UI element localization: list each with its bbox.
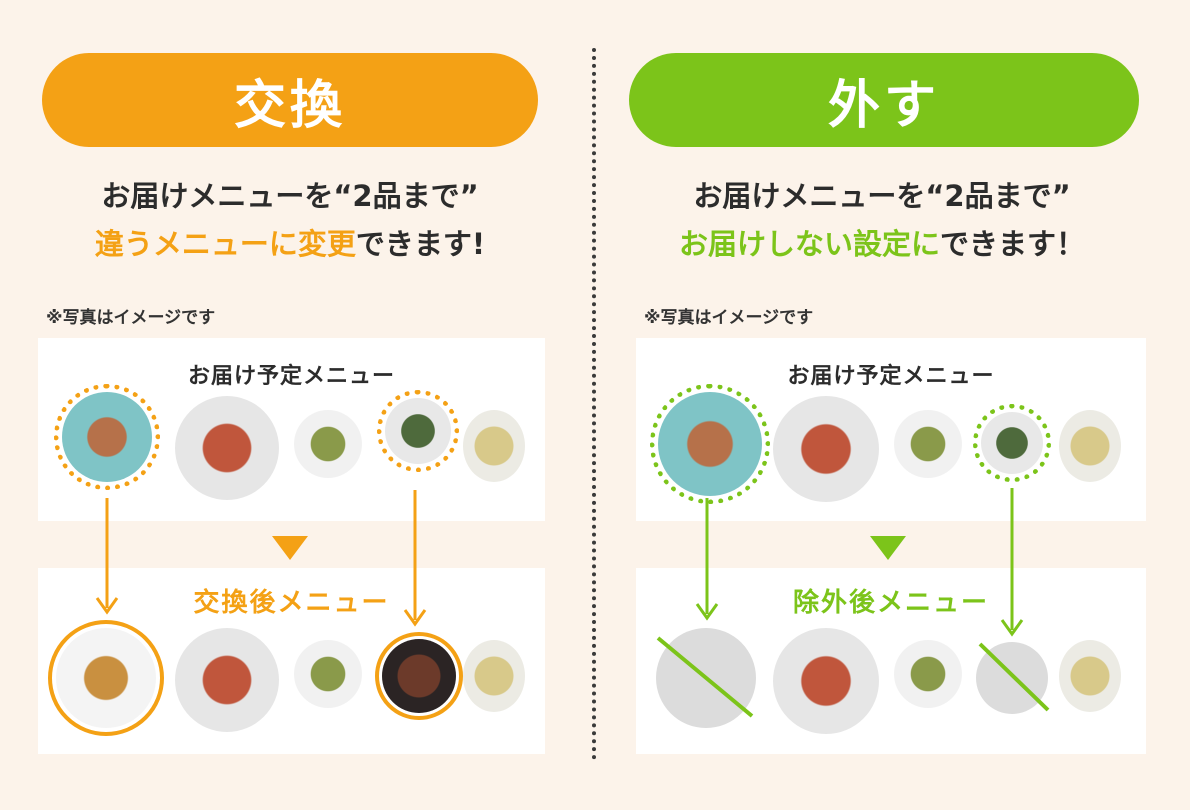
- dish-image-2r: [773, 396, 879, 502]
- remove-pill: 外す: [629, 53, 1139, 147]
- remove-headline-highlight: お届けしない設定に: [678, 227, 940, 261]
- swap-headline-rest: できます!: [355, 227, 486, 261]
- swap-after-card: 交換後メニュー: [38, 568, 545, 754]
- removed-dish-placeholder-1: [656, 628, 756, 728]
- dish-image-1r: [658, 392, 762, 496]
- swap-headline-line1: お届けメニューを“2品まで”: [101, 179, 479, 213]
- remove-selected-ring-1: [650, 384, 770, 504]
- remove-photo-note: ※写真はイメージです: [644, 308, 814, 328]
- dish-image-2rb: [773, 628, 879, 734]
- dish-image-3: [294, 410, 362, 478]
- remove-after-card: 除外後メニュー: [636, 568, 1146, 754]
- swap-photo-note: ※写真はイメージです: [46, 308, 216, 328]
- dish-image-5rb: [1059, 640, 1121, 712]
- dish-image-2: [175, 396, 279, 500]
- remove-after-title: 除外後メニュー: [792, 588, 989, 618]
- swap-selected-ring-1: [54, 384, 160, 490]
- dish-image-5: [463, 410, 525, 482]
- swap-planned-card: お届け予定メニュー: [38, 338, 545, 521]
- remove-down-arrow: [870, 536, 906, 560]
- swap-after-title: 交換後メニュー: [193, 588, 390, 618]
- removed-dish-placeholder-2: [976, 642, 1048, 714]
- swap-new-ring-1: [48, 620, 164, 736]
- dish-image-3r: [894, 410, 962, 478]
- swap-selected-ring-2: [377, 390, 459, 472]
- dish-image-4r: [981, 412, 1043, 474]
- remove-headline-line2: お届けしない設定にできます！: [622, 220, 1142, 268]
- center-divider: [592, 48, 596, 760]
- remove-headline-line1: お届けメニューを“2品まで”: [693, 179, 1071, 213]
- dish-image-4: [385, 398, 451, 464]
- dish-image-5r: [1059, 410, 1121, 482]
- swap-headline-highlight: 違うメニューに変更: [94, 227, 356, 261]
- dish-image-3rb: [894, 640, 962, 708]
- swap-pill: 交換: [42, 53, 538, 147]
- swap-down-arrow: [272, 536, 308, 560]
- dish-image-5b: [463, 640, 525, 712]
- dish-image-new-2: [382, 639, 456, 713]
- swap-new-ring-2: [375, 632, 463, 720]
- remove-planned-card: お届け予定メニュー: [636, 338, 1146, 521]
- remove-headline-rest: できます！: [940, 227, 1086, 261]
- dish-image-3b: [294, 640, 362, 708]
- dish-image-2b: [175, 628, 279, 732]
- swap-headline-line2: 違うメニューに変更できます!: [30, 220, 550, 268]
- remove-selected-ring-2: [973, 404, 1051, 482]
- dish-image-1: [62, 392, 152, 482]
- remove-headline: お届けメニューを“2品まで” お届けしない設定にできます！: [622, 172, 1142, 268]
- swap-planned-title: お届け予定メニュー: [187, 364, 395, 389]
- swap-pill-label: 交換: [233, 75, 346, 136]
- remove-planned-title: お届け予定メニュー: [787, 364, 995, 389]
- swap-headline: お届けメニューを“2品まで” 違うメニューに変更できます!: [30, 172, 550, 268]
- remove-pill-label: 外す: [827, 75, 940, 136]
- dish-image-new-1: [56, 628, 156, 728]
